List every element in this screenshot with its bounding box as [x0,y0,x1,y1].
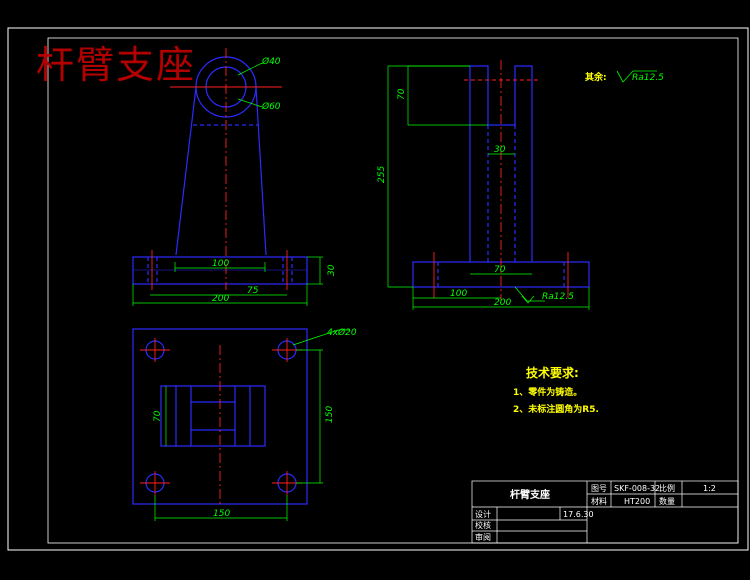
dim-d60: Ø60 [261,101,281,112]
side-roughness: Ra12.5 [542,292,574,302]
title-drawing-no-label: 图号 [591,484,607,493]
title-checker-label: 校核 [475,520,491,530]
tech-req-item-2: 2、未标注圆角为R5. [513,403,599,415]
dim-side-100: 100 [450,289,467,299]
side-dimensions [387,65,590,310]
side-centerlines [433,60,569,300]
front-dimensions [132,62,323,306]
title-material-label: 材料 [591,496,607,506]
top-dimensions [154,329,350,521]
dim-top-70: 70 [153,410,163,422]
title-approver-label: 审阅 [475,532,491,542]
watermark-title: 杆臂支座 [36,43,197,87]
top-centerlines [140,338,302,505]
front-base [132,256,308,285]
outer-border [7,27,749,551]
title-block [471,480,739,544]
dim-top-holes: 4xØ20 [327,327,357,338]
dim-d40: Ø40 [261,56,281,67]
roughness-symbol-icon [616,70,657,83]
title-scale-label: 比例 [659,483,675,493]
dim-side-200: 200 [494,298,511,308]
front-view [132,56,308,285]
dim-top-150v: 150 [325,406,335,423]
title-drawing-no: SKF-008-32 [614,484,660,493]
tech-req-item-1: 1、零件为铸造。 [513,386,582,398]
inner-border [47,37,739,544]
tech-req-title: 技术要求: [526,365,579,380]
dim-side-70w: 70 [494,265,506,275]
dim-side-30: 30 [494,145,506,155]
dim-front-30: 30 [327,264,337,276]
title-part-name: 杆臂支座 [510,488,550,501]
dim-side-70: 70 [397,88,407,100]
dim-front-200: 200 [212,294,229,304]
dim-front-100: 100 [212,259,229,269]
dim-side-255: 255 [377,166,387,183]
top-boss-outline [160,385,266,447]
title-qty-label: 数量 [659,496,675,506]
surface-note-label: 其余: [585,71,607,83]
title-date: 17.6.30 [563,510,594,519]
title-designer-label: 设计 [475,509,491,519]
title-scale: 1:2 [703,484,716,493]
surface-note-value: Ra12.5 [632,73,664,83]
front-centerlines [151,48,288,290]
dim-top-150h: 150 [213,509,230,519]
dim-front-75: 75 [247,286,259,296]
title-material: HT200 [624,497,650,506]
